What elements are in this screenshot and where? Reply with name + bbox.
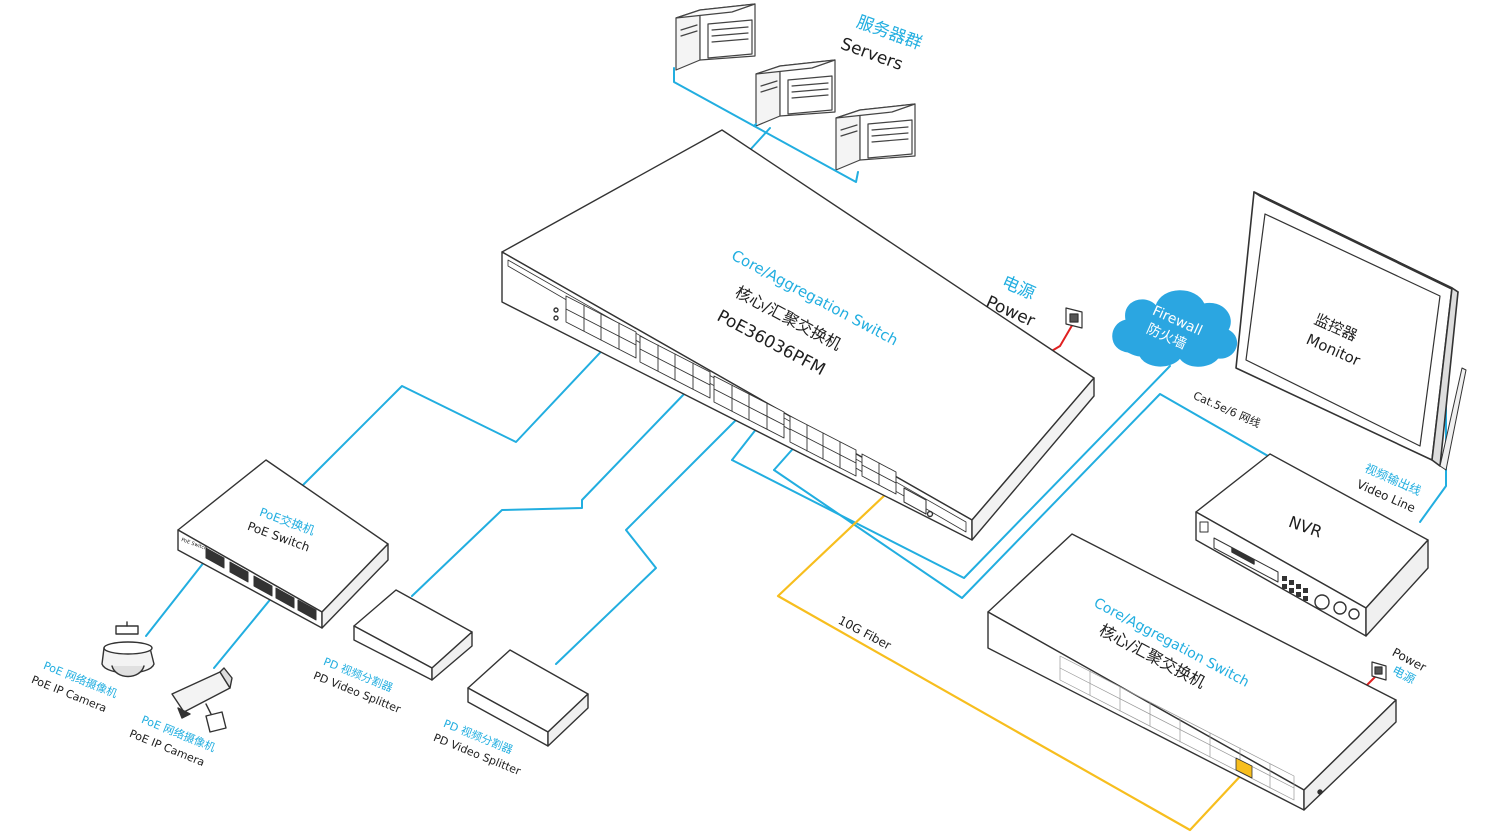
poe-switch-ports bbox=[205, 547, 317, 621]
nvr-jog-dial-icon bbox=[1314, 594, 1330, 610]
poe-switch-device bbox=[177, 459, 389, 629]
server-icon bbox=[835, 103, 916, 171]
power-outlet-icon bbox=[1065, 307, 1083, 329]
power-outlet-icon bbox=[1371, 661, 1387, 681]
server-cluster-icon bbox=[675, 3, 916, 171]
core-switch-device bbox=[501, 129, 1095, 541]
switch-port-group bbox=[565, 295, 897, 495]
ethernet-cables bbox=[145, 67, 1447, 669]
fiber-cable bbox=[776, 492, 1248, 832]
video-splitter-device bbox=[467, 649, 589, 747]
server-icon bbox=[755, 59, 836, 127]
switch-port-grid bbox=[1059, 655, 1295, 801]
nvr-device bbox=[1195, 453, 1429, 637]
bullet-camera-icon bbox=[171, 667, 233, 733]
dome-camera-icon bbox=[101, 621, 155, 678]
firewall-cloud-icon bbox=[1112, 290, 1238, 367]
server-icon bbox=[675, 3, 756, 71]
nvr-button-row bbox=[1282, 576, 1308, 601]
core-switch-2-device bbox=[987, 533, 1397, 811]
video-splitter-device bbox=[353, 589, 473, 681]
status-led-icon bbox=[553, 307, 559, 313]
monitor-icon bbox=[1235, 191, 1467, 471]
